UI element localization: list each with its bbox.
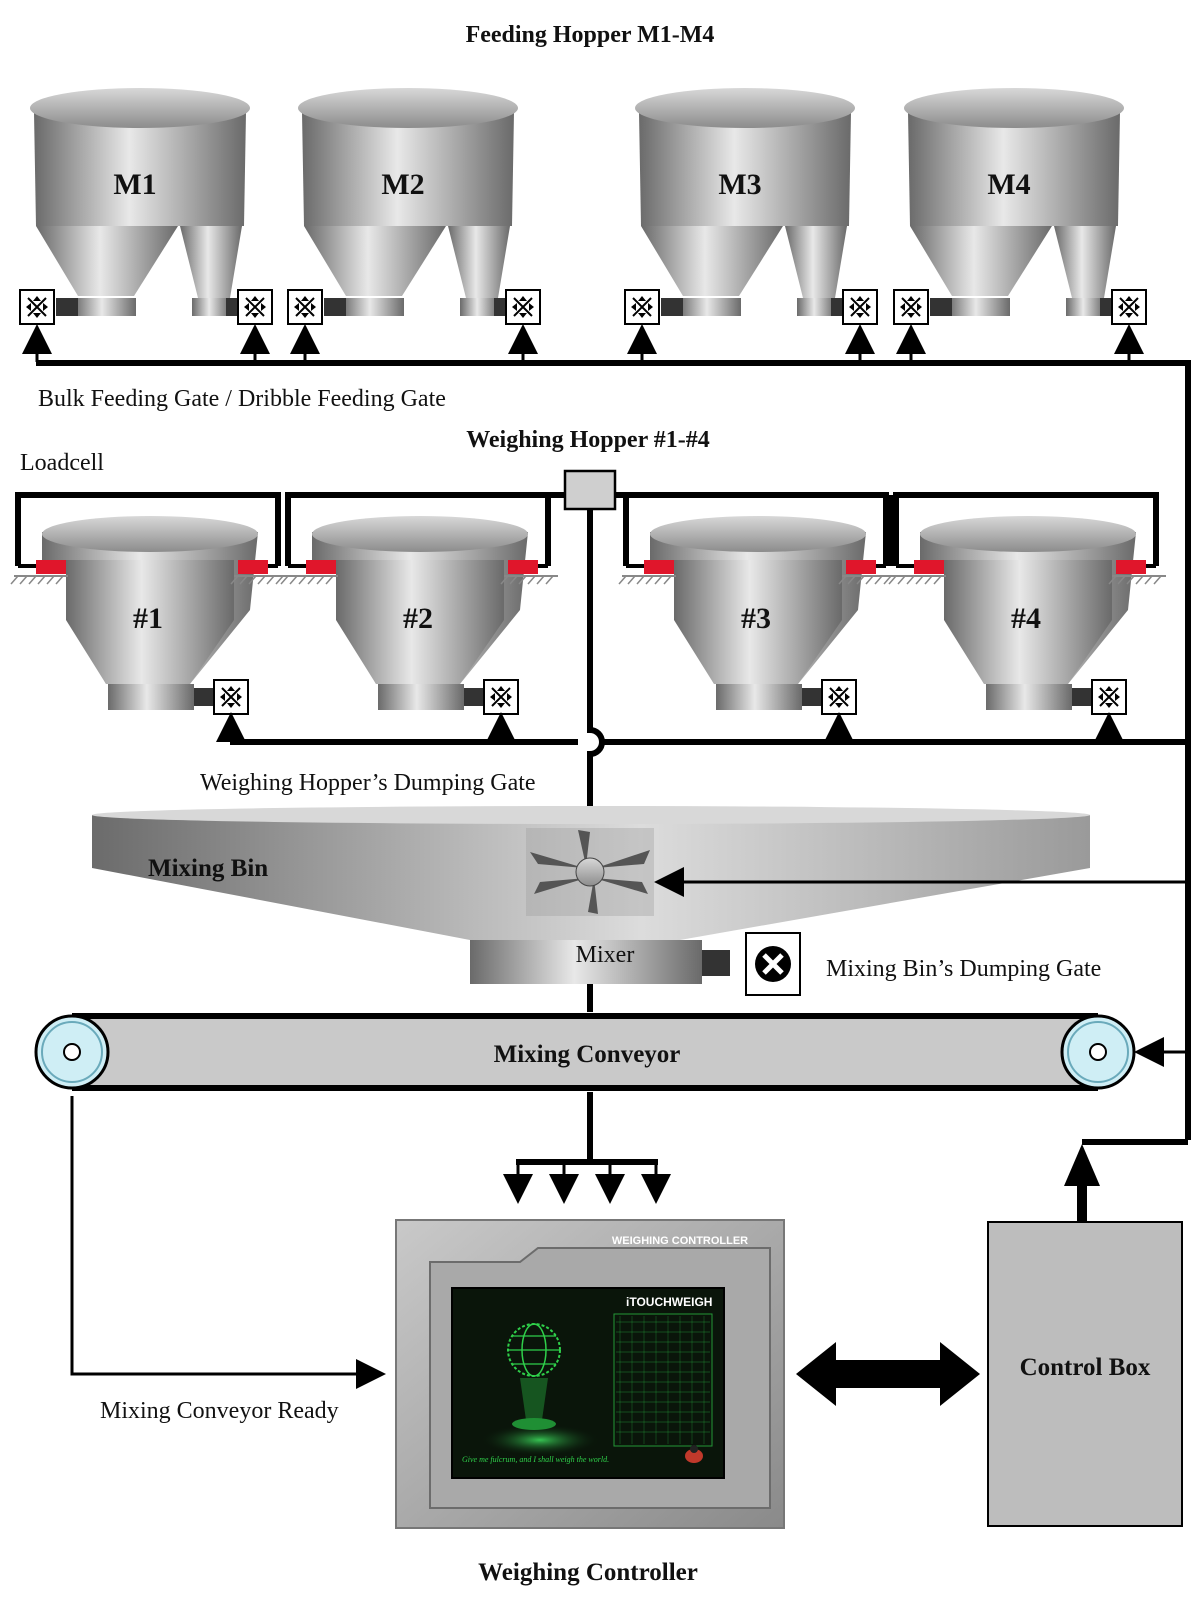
weighing-hoppers-group: #1 #2 #3 #4 xyxy=(10,492,1166,742)
weighing-hopper-1: #1 xyxy=(10,492,288,742)
dumping-gate-valve-icon xyxy=(483,679,519,715)
controller-control-box-link xyxy=(796,1342,980,1406)
control-box-label: Control Box xyxy=(1020,1354,1151,1381)
feeding-hopper-title: Feeding Hopper M1-M4 xyxy=(466,22,715,48)
loadcell-icon xyxy=(238,560,268,574)
weighing-hopper-label: #2 xyxy=(403,602,433,635)
mixing-conveyor-label: Mixing Conveyor xyxy=(494,1041,681,1068)
bulk-feeding-gate-icon xyxy=(287,289,323,325)
loadcell-label: Loadcell xyxy=(20,450,104,476)
ladybug-icon xyxy=(685,1445,703,1463)
loadcell-junction-box xyxy=(563,469,617,511)
weighing-hopper-3: #3 xyxy=(618,492,896,742)
control-box xyxy=(987,1221,1183,1527)
control-box-output-arrow xyxy=(1064,1144,1100,1186)
mixing-bin-rim xyxy=(92,806,1090,824)
weighing-hopper-label: #1 xyxy=(133,602,163,635)
controller-data-grid xyxy=(613,1313,713,1447)
weighing-controller-device: WEIGHING CONTROLLER iTOUCHWEIGH Give me … xyxy=(395,1219,785,1529)
loadcell-icon xyxy=(508,560,538,574)
dribble-feeding-gate-icon xyxy=(1111,289,1147,325)
mixing-conveyor xyxy=(72,1019,1098,1085)
dumping-gate-valve-icon xyxy=(213,679,249,715)
conveyor-roller-right xyxy=(1060,1014,1136,1090)
conveyor-ready-label: Mixing Conveyor Ready xyxy=(100,1398,339,1424)
dribble-feeding-gate-icon xyxy=(505,289,541,325)
feeding-hopper-label: M4 xyxy=(987,168,1030,201)
weighing-controller-label: Weighing Controller xyxy=(478,1559,698,1586)
feeding-hopper-label: M3 xyxy=(718,168,761,201)
loadcell-icon xyxy=(36,560,66,574)
controller-grid-lines xyxy=(616,1316,710,1444)
loadcell-icon xyxy=(846,560,876,574)
controller-brand: iTOUCHWEIGH xyxy=(626,1295,712,1309)
controller-input-cable xyxy=(516,1092,658,1165)
dumping-gate-valve-icon xyxy=(821,679,857,715)
weighing-hopper-4: #4 xyxy=(888,492,1166,742)
mixing-bin-gate-label: Mixing Bin’s Dumping Gate xyxy=(826,956,1101,982)
dumping-gate-valve-icon xyxy=(1091,679,1127,715)
feeding-hopper-label: M1 xyxy=(113,168,156,201)
mixing-bin-gate-actuator xyxy=(702,950,730,976)
weighing-hopper-2: #2 xyxy=(280,492,558,742)
loadcell-icon xyxy=(306,560,336,574)
dribble-feeding-gate-icon xyxy=(842,289,878,325)
feeding-hoppers-group: M1 M2 M3 M4 xyxy=(19,88,1147,362)
bulk-feeding-gate-icon xyxy=(893,289,929,325)
dribble-feeding-gate-icon xyxy=(237,289,273,325)
loadcell-icon xyxy=(644,560,674,574)
conveyor-roller-left xyxy=(34,1014,110,1090)
feeding-hopper-m3: M3 xyxy=(624,88,878,362)
loadcell-icon xyxy=(1116,560,1146,574)
controller-tagline: Give me fulcrum, and I shall weigh the w… xyxy=(462,1455,609,1464)
weighing-hopper-label: #3 xyxy=(741,602,771,635)
weighing-hopper-label: #4 xyxy=(1011,602,1041,635)
bulk-feeding-gate-icon xyxy=(19,289,55,325)
globe-icon xyxy=(507,1323,561,1430)
mixer-blade-icon xyxy=(526,828,654,916)
bulk-dribble-gate-label: Bulk Feeding Gate / Dribble Feeding Gate xyxy=(38,386,446,412)
mixing-bin-label: Mixing Bin xyxy=(148,855,268,882)
feeding-hopper-m1: M1 xyxy=(19,88,273,362)
controller-panel-title: WEIGHING CONTROLLER xyxy=(612,1235,748,1247)
feeding-hopper-label: M2 xyxy=(381,168,424,201)
mixer-label: Mixer xyxy=(576,942,635,968)
feeding-hopper-m2: M2 xyxy=(287,88,541,362)
loadcell-icon xyxy=(914,560,944,574)
conveyor-ready-line xyxy=(70,1096,386,1389)
mixer-outlet xyxy=(470,940,702,984)
dumping-gate-label: Weighing Hopper’s Dumping Gate xyxy=(200,770,536,796)
bulk-feeding-gate-icon xyxy=(624,289,660,325)
mixing-bin-gate-valve-icon xyxy=(745,932,801,996)
weighing-hopper-title: Weighing Hopper #1-#4 xyxy=(466,427,710,453)
feeding-hopper-m4: M4 xyxy=(893,88,1147,362)
